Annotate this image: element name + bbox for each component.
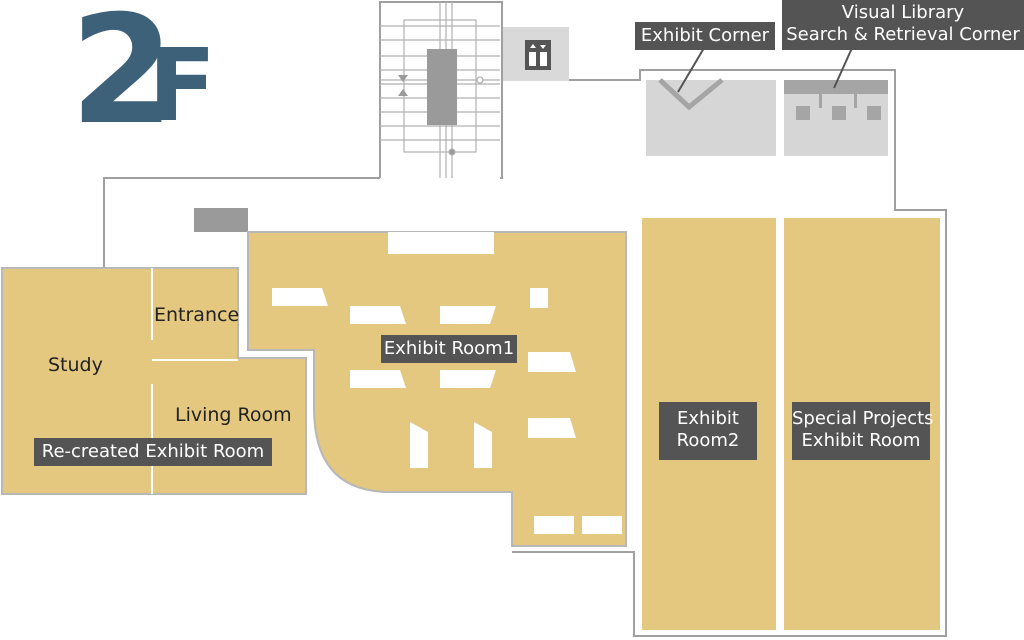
exhibit-room1-area [247,231,627,547]
stair-arrows [398,75,408,96]
exhibit-corner-area [646,80,776,156]
exhibit-corner-case [658,78,724,111]
recreated-exhibit-room-label[interactable]: Re-created Exhibit Room [34,438,272,466]
living-room-label: Living Room [175,404,292,426]
visual-library-label-line1: Visual Library [841,2,965,23]
floor-number: 2 [70,0,174,158]
special-projects-label-line2: Exhibit Room [801,430,921,451]
special-projects-label-line1: Special Projects [792,408,934,429]
recreated-exhibit-room-area [1,267,307,495]
entrance-label: Entrance [154,304,240,326]
stair-core [427,49,457,125]
floor-letter: F [148,27,217,144]
exhibit-room2-label-line2: Room2 [676,430,740,451]
storage-block [194,208,248,232]
study-label: Study [48,354,103,376]
visual-library-desk [784,80,888,94]
visual-library-leader [833,47,853,89]
elevator-icon [525,40,551,70]
exhibit-corner-leader [677,47,705,93]
exhibit-room2-label-line1: Exhibit [677,408,739,429]
visual-library-label-line2: Search & Retrieval Corner [786,24,1020,45]
building-outline [103,1,947,637]
visual-library-label[interactable]: Visual Library Search & Retrieval Corner [782,0,1024,50]
exhibit-room2-label[interactable]: Exhibit Room2 [659,402,757,460]
special-projects-label[interactable]: Special Projects Exhibit Room [792,402,934,460]
visual-library-terminals [796,94,881,120]
exhibit-corner-label[interactable]: Exhibit Corner [635,22,775,50]
exhibit-room1-label[interactable]: Exhibit Room1 [381,335,517,363]
